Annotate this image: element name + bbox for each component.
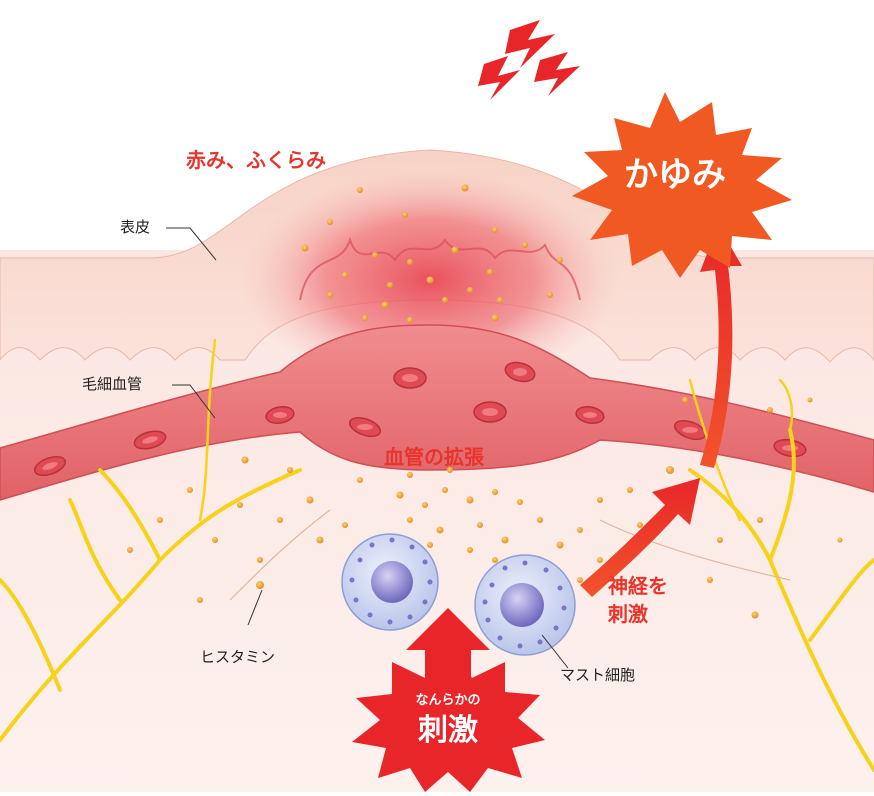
nerve-stimulation-line2: 刺激: [608, 604, 648, 624]
redness-swelling-label: 赤み、ふくらみ: [186, 150, 326, 170]
epidermis-label: 表皮: [120, 220, 150, 235]
mast-cell-right: [475, 555, 575, 655]
stimulus-big-label: 刺激: [398, 716, 498, 746]
nerve-stimulation-line1: 神経を: [608, 576, 668, 596]
stimulus-small-label: なんらかの: [398, 694, 498, 707]
mast-cell-label: マスト細胞: [560, 668, 635, 683]
itch-label: かゆみ: [610, 158, 740, 192]
capillary-label: 毛細血管: [82, 377, 142, 392]
mast-cell-left: [342, 534, 438, 630]
histamine-label: ヒスタミン: [200, 650, 275, 665]
lightning-icon: [478, 20, 580, 100]
vasodilation-label: 血管の拡張: [384, 447, 484, 467]
